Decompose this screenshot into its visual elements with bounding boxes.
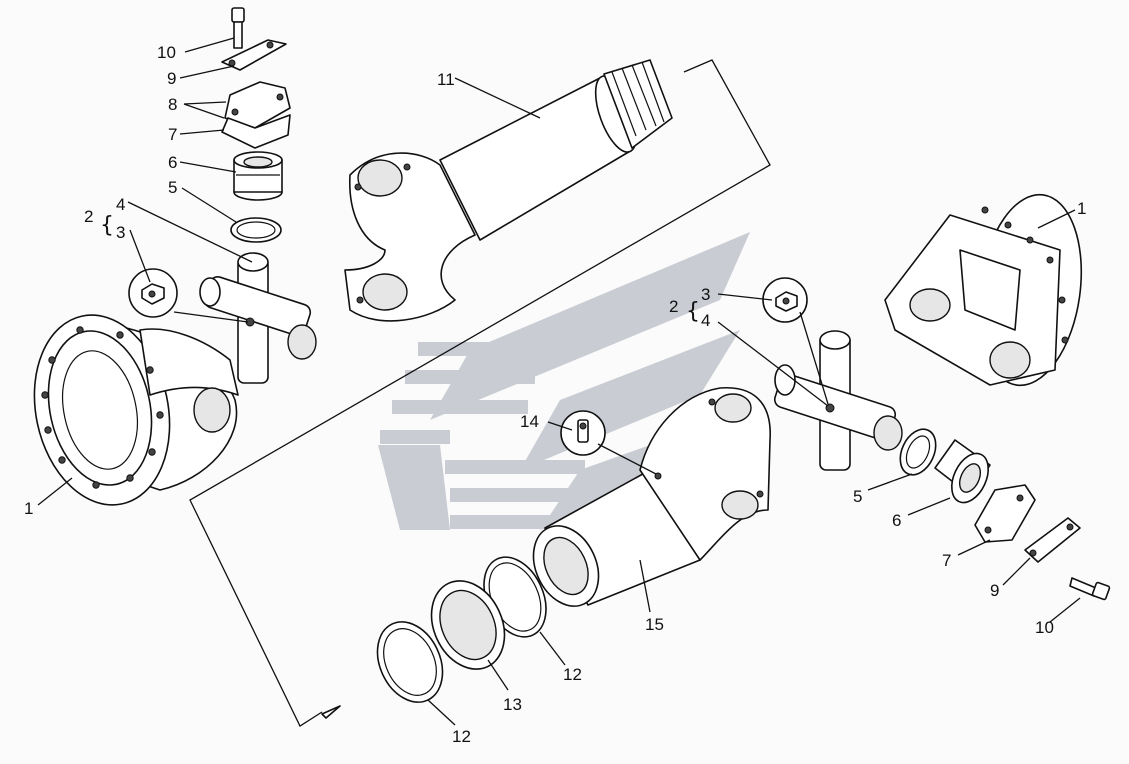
seal-ring-13 bbox=[430, 580, 506, 670]
label-1-left: 1 bbox=[24, 499, 33, 518]
left-bolt bbox=[231, 7, 245, 49]
brace-right: { bbox=[686, 299, 700, 324]
logo-watermark bbox=[378, 232, 750, 530]
label-13: 13 bbox=[503, 695, 522, 714]
label-12-lower: 12 bbox=[452, 727, 471, 746]
label-15: 15 bbox=[645, 615, 664, 634]
label-6-left: 6 bbox=[168, 153, 177, 172]
left-snap-ring bbox=[230, 217, 282, 243]
right-needle-bearing bbox=[934, 439, 991, 504]
label-3-left: 3 bbox=[116, 223, 125, 242]
label-10-right: 10 bbox=[1035, 618, 1054, 637]
brace-left: { bbox=[100, 213, 114, 238]
label-11: 11 bbox=[437, 70, 455, 89]
slip-yoke-sleeve bbox=[532, 387, 771, 607]
label-4-left: 4 bbox=[116, 195, 125, 214]
left-flange-yoke bbox=[33, 314, 239, 506]
left-bearing-covers bbox=[221, 81, 291, 149]
right-lock-plate bbox=[1024, 517, 1081, 563]
label-2-left: 2 bbox=[84, 207, 93, 226]
left-needle-bearing bbox=[233, 151, 283, 201]
right-flange-yoke bbox=[884, 193, 1083, 387]
right-universal-joint-cross bbox=[773, 330, 903, 471]
arrow-tip bbox=[321, 705, 341, 719]
label-6-right: 6 bbox=[892, 511, 901, 530]
label-5-right: 5 bbox=[853, 487, 862, 506]
label-14: 14 bbox=[520, 412, 539, 431]
label-9-left: 9 bbox=[167, 69, 176, 88]
label-5-left: 5 bbox=[168, 178, 177, 197]
right-snap-ring bbox=[899, 428, 937, 476]
splined-shaft bbox=[344, 59, 673, 322]
label-8: 8 bbox=[168, 95, 177, 114]
label-7-right: 7 bbox=[942, 551, 951, 570]
label-10-left: 10 bbox=[157, 43, 176, 62]
center-grease-nipple bbox=[560, 410, 606, 456]
label-2-right: 2 bbox=[669, 297, 678, 316]
left-lock-plate bbox=[221, 39, 287, 71]
label-12-upper: 12 bbox=[563, 665, 582, 684]
label-7-left: 7 bbox=[168, 125, 177, 144]
assembly-frame-outline bbox=[189, 59, 771, 727]
right-bearing-cover bbox=[974, 484, 1036, 543]
right-grease-nipple bbox=[762, 277, 808, 323]
label-4-right: 4 bbox=[701, 311, 710, 330]
label-3-right: 3 bbox=[701, 285, 710, 304]
label-9-right: 9 bbox=[990, 581, 999, 600]
left-universal-joint-cross bbox=[199, 252, 317, 384]
snap-ring-12-lower bbox=[376, 621, 444, 703]
left-grease-nipple bbox=[128, 268, 178, 318]
right-bolt bbox=[1069, 577, 1111, 601]
label-1-right: 1 bbox=[1077, 199, 1086, 218]
leader-lines bbox=[37, 37, 1081, 726]
